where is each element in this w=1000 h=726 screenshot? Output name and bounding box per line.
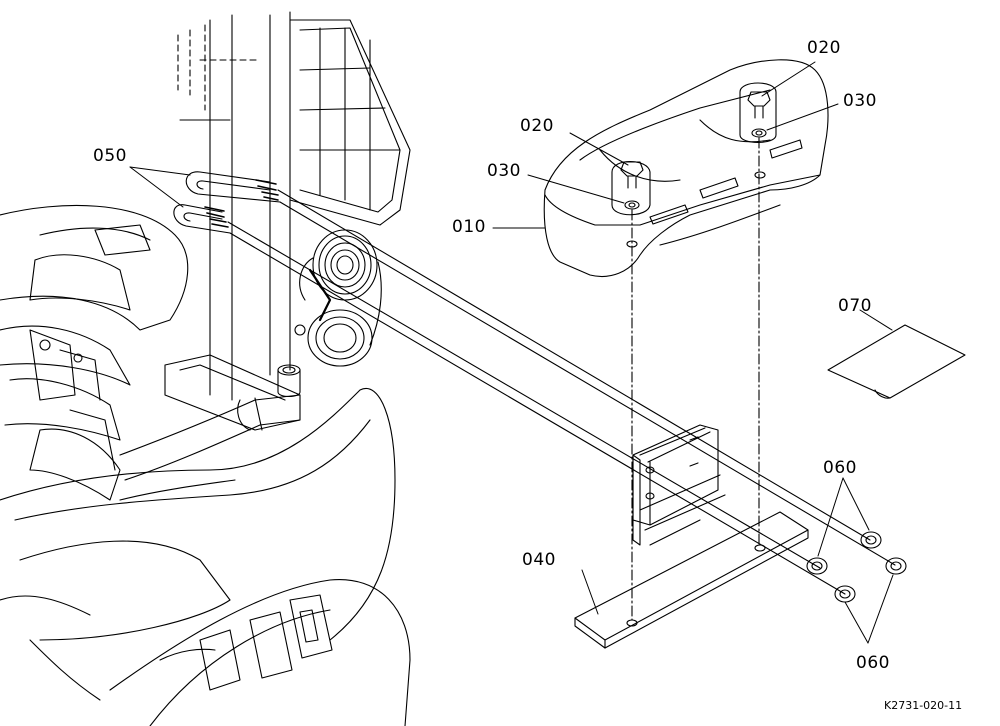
callout-060-bottom: 060 bbox=[856, 653, 890, 673]
callout-010: 010 bbox=[452, 217, 486, 237]
alignment-lines bbox=[631, 137, 760, 621]
callout-030-right: 030 bbox=[843, 91, 877, 111]
callout-040: 040 bbox=[522, 550, 556, 570]
machine-body bbox=[0, 205, 411, 726]
callout-020-left: 020 bbox=[520, 116, 554, 136]
callout-050: 050 bbox=[93, 146, 127, 166]
label-sticker bbox=[827, 324, 966, 399]
drawing-code: K2731-020-11 bbox=[884, 699, 963, 712]
callout-020-right: 020 bbox=[807, 38, 841, 58]
rops-frame bbox=[177, 11, 411, 401]
callout-060-top: 060 bbox=[823, 458, 857, 478]
callout-070: 070 bbox=[838, 296, 872, 316]
u-bolt-pair bbox=[173, 171, 896, 595]
mounting-bracket bbox=[574, 424, 809, 649]
callout-030-left: 030 bbox=[487, 161, 521, 181]
bolts-and-washers bbox=[620, 91, 771, 210]
weight-block bbox=[543, 59, 829, 277]
leader-lines bbox=[129, 61, 894, 644]
lamp-assembly bbox=[294, 229, 382, 367]
